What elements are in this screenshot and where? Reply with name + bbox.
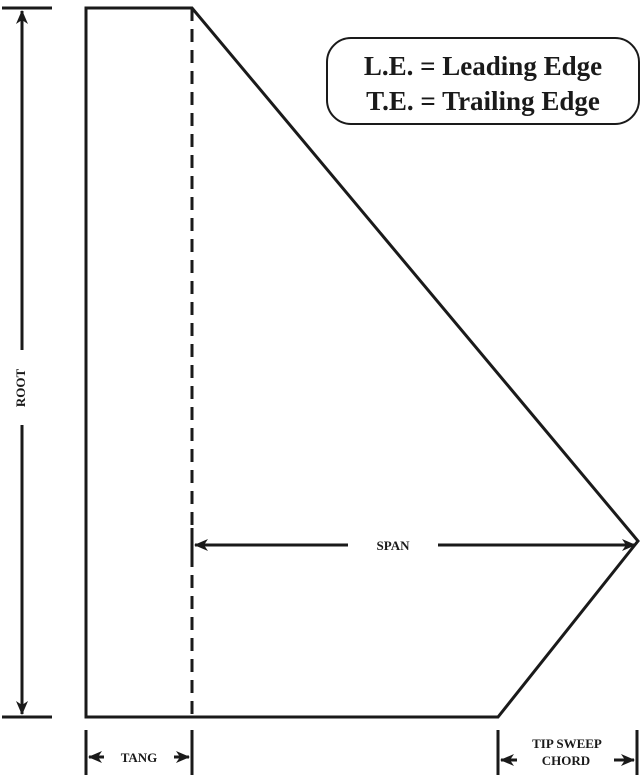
legend-box: L.E. = Leading Edge T.E. = Trailing Edge xyxy=(326,37,640,125)
legend-border xyxy=(326,37,640,125)
span-dimension: SPAN xyxy=(190,528,636,556)
legend-line-leading-edge: L.E. = Leading Edge xyxy=(364,51,602,81)
legend-line-trailing-edge: T.E. = Trailing Edge xyxy=(366,86,600,116)
fin-outline xyxy=(84,6,640,719)
tang-label: TANG xyxy=(121,750,158,765)
span-label: SPAN xyxy=(377,538,411,553)
chord-label: CHORD xyxy=(542,753,590,768)
root-dimension: ROOT xyxy=(2,6,52,719)
tip-sweep-chord-dimension: TIP SWEEP CHORD xyxy=(496,730,639,775)
tip-sweep-label: TIP SWEEP xyxy=(532,736,602,751)
tang-dimension: TANG xyxy=(84,730,194,775)
root-label: ROOT xyxy=(13,369,28,408)
